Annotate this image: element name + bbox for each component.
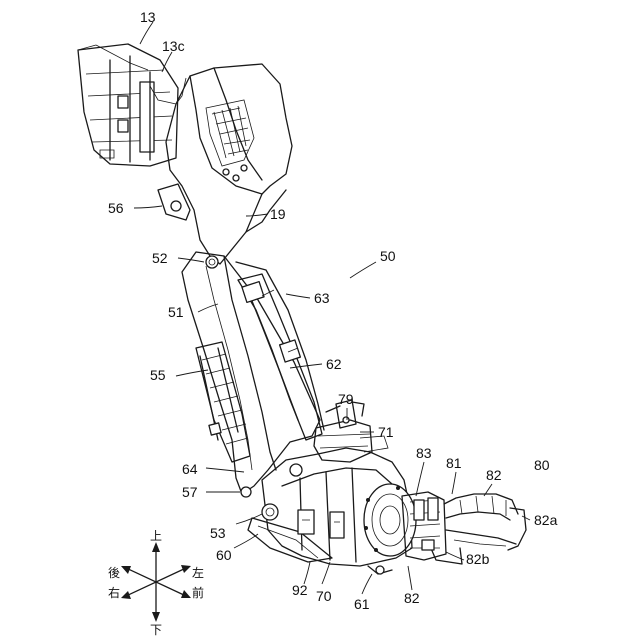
label-61: 61 xyxy=(354,596,370,612)
label-13: 13 xyxy=(140,9,156,25)
label-51: 51 xyxy=(168,304,184,320)
label-57: 57 xyxy=(182,484,198,500)
direction-indicator: 上 下 後 右 左 前 xyxy=(108,529,204,637)
label-82-bottom: 82 xyxy=(404,590,420,606)
direction-right: 右 xyxy=(108,585,120,600)
base-frame-13 xyxy=(78,44,178,166)
label-63: 63 xyxy=(314,290,330,306)
label-50: 50 xyxy=(380,248,396,264)
label-81: 81 xyxy=(446,455,462,471)
cylinder-55 xyxy=(196,342,250,462)
label-52: 52 xyxy=(152,250,168,266)
label-56: 56 xyxy=(108,200,124,216)
direction-left: 左 xyxy=(192,565,204,580)
label-82-top: 82 xyxy=(486,467,502,483)
direction-down: 下 xyxy=(150,623,162,637)
label-82a: 82a xyxy=(534,512,558,528)
label-64: 64 xyxy=(182,461,198,477)
gripper-80 xyxy=(402,492,526,564)
direction-front: 前 xyxy=(192,585,204,600)
label-13c: 13c xyxy=(162,38,185,54)
label-83: 83 xyxy=(416,445,432,461)
label-62: 62 xyxy=(326,356,342,372)
upper-arm-19 xyxy=(150,64,292,264)
cylinder-62 xyxy=(238,274,322,440)
label-82b: 82b xyxy=(466,551,490,567)
label-79: 79 xyxy=(338,391,354,407)
wrist-flange-83 xyxy=(364,484,416,574)
label-92: 92 xyxy=(292,582,308,598)
leader-lines xyxy=(134,22,530,594)
label-19: 19 xyxy=(270,206,286,222)
label-71: 71 xyxy=(378,424,394,440)
label-53: 53 xyxy=(210,525,226,541)
label-70: 70 xyxy=(316,588,332,604)
label-60: 60 xyxy=(216,547,232,563)
direction-up: 上 xyxy=(150,529,162,543)
label-80: 80 xyxy=(534,457,550,473)
direction-back: 後 xyxy=(108,566,120,580)
label-55: 55 xyxy=(150,367,166,383)
